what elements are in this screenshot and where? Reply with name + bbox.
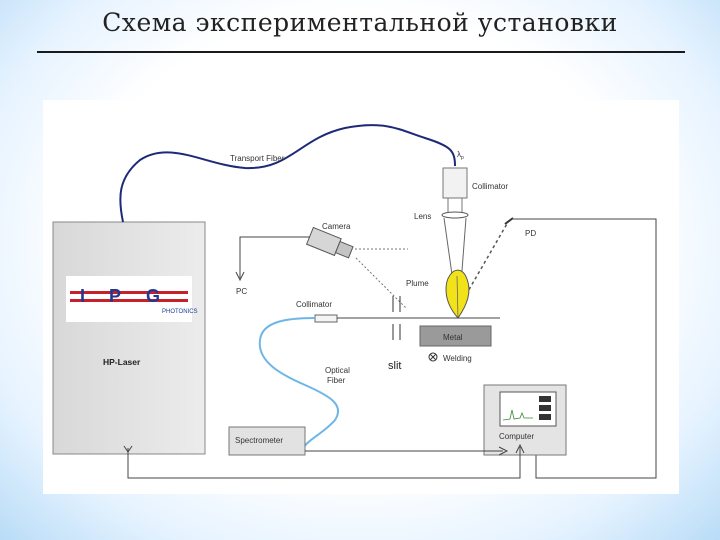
transport-fiber-cable (119, 124, 456, 223)
screen-thumbnail-3 (539, 414, 551, 420)
laser-wire-arrow (515, 443, 525, 454)
lens (441, 211, 469, 219)
screen-thumbnail-1 (539, 396, 551, 402)
logo-stripe-bottom (70, 299, 188, 302)
plume-label: Plume (406, 279, 429, 288)
logo-letter-g: G (146, 286, 160, 306)
screen-thumbnail-2 (539, 405, 551, 411)
spectrometer-label: Spectrometer (235, 436, 283, 445)
optical-fiber-cable (258, 317, 340, 447)
mid-collimator (314, 314, 338, 323)
camera-pc-arrow (235, 271, 245, 282)
hp-laser-label: HP-Laser (103, 357, 141, 367)
metal-workpiece (419, 325, 492, 347)
spectrometer-wire-arrow (498, 446, 509, 456)
laser-computer-wire (127, 447, 521, 479)
pd-label: PD (525, 229, 536, 238)
metal-label: Metal (443, 333, 463, 342)
top-collimator-label: Collimator (472, 182, 508, 191)
transport-fiber-label: Transport Fiber (230, 154, 285, 163)
lambda-label: λp (457, 150, 464, 161)
camera-view-line-2 (355, 257, 407, 309)
pd-optical-path (462, 221, 509, 301)
spectrometer (228, 426, 306, 456)
camera-pc-wire (239, 236, 310, 278)
logo-letter-i: I (80, 286, 85, 306)
lens-label: Lens (414, 212, 431, 221)
pc-label: PC (236, 287, 247, 296)
slide-title: Схема экспериментальной установки (102, 8, 618, 37)
ipg-logo: I P G PHOTONICS (66, 276, 198, 322)
welding-direction-icon (428, 352, 438, 362)
title-underline (37, 51, 685, 53)
laser-wire-marker (123, 445, 133, 453)
welding-label: Welding (443, 354, 472, 363)
optical-fiber-label-2: Fiber (327, 376, 346, 385)
logo-stripe-top (70, 291, 188, 294)
photodiode (504, 217, 514, 225)
logo-subtitle: PHOTONICS (162, 309, 198, 315)
hp-laser-cabinet (52, 221, 206, 455)
screen-spectrum-plot (502, 409, 533, 421)
slit-label: slit (388, 360, 401, 372)
logo-letter-p: P (109, 286, 121, 306)
optical-fiber-label-1: Optical (325, 366, 350, 375)
pd-signal-wire (513, 218, 657, 479)
camera (305, 226, 354, 259)
mid-collimator-label: Collimator (296, 300, 332, 309)
camera-label: Camera (322, 222, 351, 231)
computer-label: Computer (499, 432, 534, 441)
top-collimator (442, 167, 468, 199)
